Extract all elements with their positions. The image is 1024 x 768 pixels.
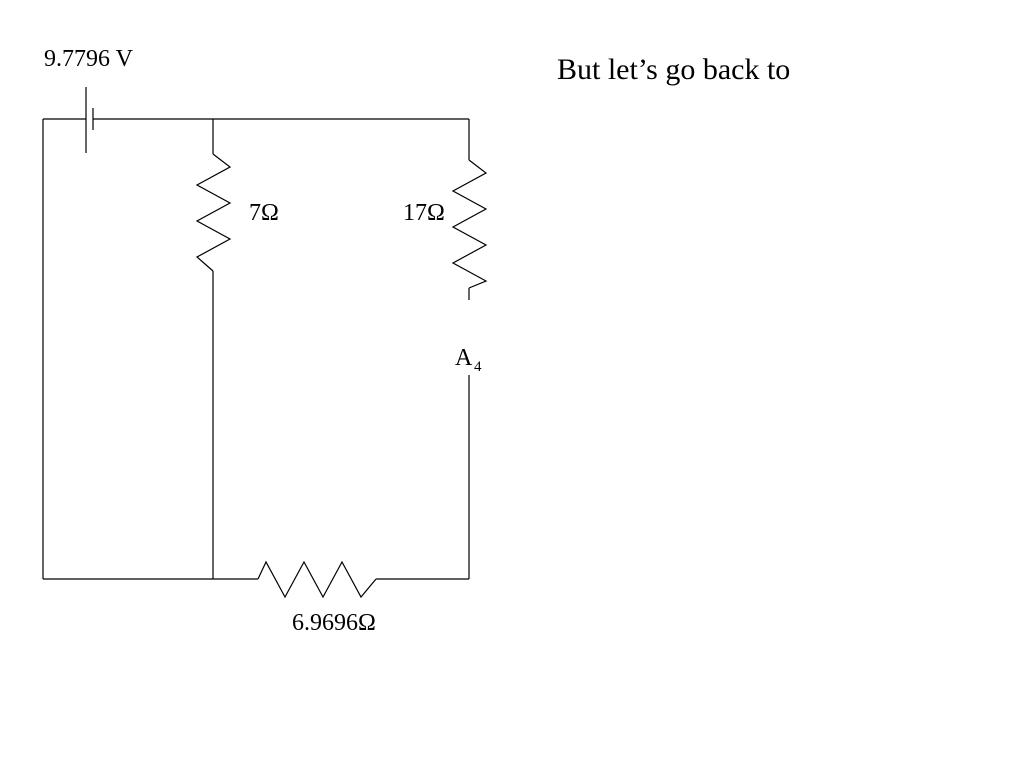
resistor-7-ohm [195,153,232,272]
resistor-6-9696-ohm-label: 6.9696Ω [292,610,376,636]
battery-voltage-label: 9.7796 V [44,46,134,72]
resistor-17-ohm-label: 17Ω [403,200,445,226]
resistor-6-9696-ohm [257,560,377,599]
resistor-7-ohm-label: 7Ω [249,200,279,226]
ammeter-label: A [455,345,473,371]
slide-heading: But let’s go back to [557,53,791,86]
battery-symbol [85,87,94,153]
resistor-17-ohm [451,159,488,289]
ammeter-subscript: 4 [474,359,482,375]
